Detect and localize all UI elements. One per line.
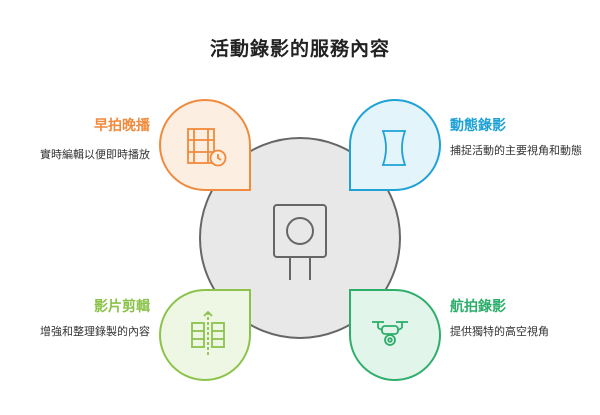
teardrop-dynamic-recording [349, 99, 441, 191]
heading-video-editing: 影片剪輯 [94, 299, 150, 315]
page-title: 活動錄影的服務內容 [209, 38, 390, 60]
drone-icon [372, 321, 408, 346]
heading-dynamic-recording: 動態錄影 [450, 118, 506, 134]
description-video-editing: 增強和整理錄製的內容 [40, 325, 150, 338]
description-aerial-recording: 提供獨特的高空視角 [450, 325, 549, 338]
wide-angle-icon [381, 130, 407, 166]
film-cut-icon [191, 310, 225, 356]
film-clock-icon [187, 128, 227, 167]
camera-icon [273, 204, 327, 280]
teardrop-early-shoot [158, 99, 251, 191]
heading-early-shoot: 早拍晚播 [94, 118, 150, 134]
description-early-shoot: 實時編輯以便即時播放 [40, 148, 150, 161]
heading-aerial-recording: 航拍錄影 [450, 299, 506, 315]
teardrop-video-editing [159, 289, 251, 381]
description-dynamic-recording: 捕捉活動的主要視角和動態 [450, 144, 582, 157]
teardrop-aerial-recording [349, 289, 441, 381]
